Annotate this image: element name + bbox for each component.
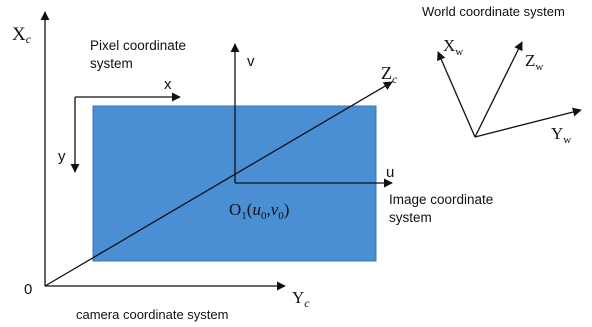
- camera-z-axis: [44, 81, 393, 287]
- camera-origin-label: 0: [24, 281, 32, 298]
- world-x-axis: [437, 51, 476, 138]
- world-y-axis: [474, 107, 582, 138]
- camera-system-title: camera coordinate system: [76, 307, 228, 322]
- image-system-title-line2: system: [389, 210, 432, 225]
- world-y-label: Yw: [551, 124, 571, 146]
- world-x-label: Xw: [443, 36, 463, 58]
- image-origin-label: O1(u0,v0): [229, 200, 289, 222]
- pixel-system-title-line2: system: [90, 56, 133, 71]
- image-system-title-line1: Image coordinate: [389, 192, 493, 207]
- pixel-x-label: x: [164, 76, 172, 93]
- image-v-label: v: [247, 53, 255, 70]
- camera-x-label: Xc: [12, 24, 32, 46]
- camera-y-label: Yc: [292, 288, 310, 310]
- world-z-axis: [474, 41, 523, 138]
- world-z-label: Zw: [525, 51, 543, 73]
- camera-z-label: Zc: [381, 63, 398, 86]
- pixel-y-label: y: [58, 148, 66, 165]
- image-u-label: u: [386, 164, 394, 181]
- pixel-system-title-line1: Pixel coordinate: [90, 38, 186, 53]
- world-system-title: World coordinate system: [422, 4, 565, 19]
